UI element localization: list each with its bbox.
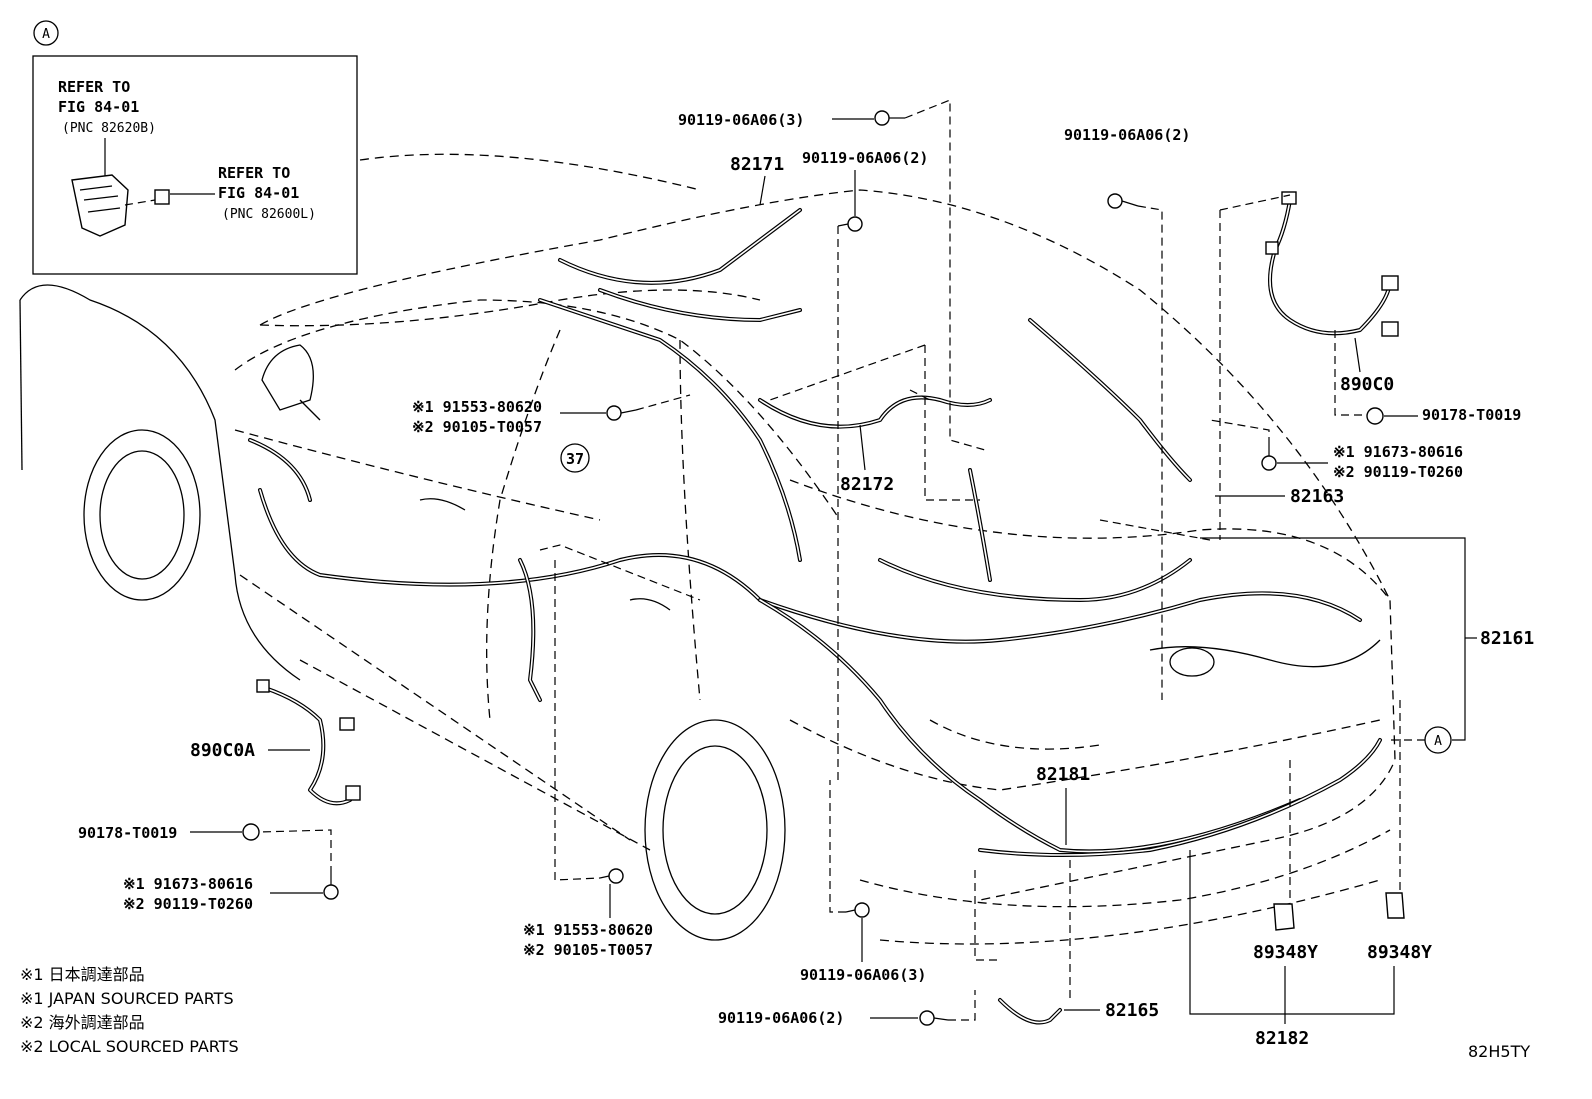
fastener-icons xyxy=(242,110,1384,1026)
label-bolt-bot-2: 90119-06A06(2) xyxy=(718,1009,844,1027)
bolt-icon-right-2 xyxy=(1107,193,1139,209)
inset-marker-circle xyxy=(33,20,59,46)
part-labels: 90119-06A06(3) 90119-06A06(2) 90119-06A0… xyxy=(78,111,1534,1049)
front-wheel xyxy=(83,429,201,601)
refer1-line1: REFER TO xyxy=(58,78,130,96)
junction-block-icon xyxy=(71,174,170,237)
label-890C0A: 890C0A xyxy=(190,740,255,761)
bolt-icon-lt xyxy=(323,874,339,900)
label-clip-right: 90178-T0019 xyxy=(1422,406,1521,424)
label-bolt-top-3: 90119-06A06(3) xyxy=(678,111,804,129)
label-bolt-lt-2: ※2 90119-T0260 xyxy=(123,895,253,913)
note-3: ※2 海外調達部品 xyxy=(20,1013,145,1032)
harness-82182-rear-bumper xyxy=(978,738,1382,857)
label-82163: 82163 xyxy=(1290,486,1344,507)
figure-code: 82H5TY xyxy=(1468,1042,1530,1061)
screw-icon-mid xyxy=(606,405,637,421)
label-bolt-rt-2: ※2 90119-T0260 xyxy=(1333,463,1463,481)
refer2-line2: FIG 84-01 xyxy=(218,184,299,202)
inset-reference-box: A REFER TO FIG 84-01 (PNC 82620B) REFER … xyxy=(32,20,358,275)
inset-marker-label: A xyxy=(42,27,50,42)
harness-82172-roof-rear xyxy=(758,318,1192,482)
label-82161: 82161 xyxy=(1480,628,1534,649)
refer2-line1: REFER TO xyxy=(218,164,290,182)
label-82181: 82181 xyxy=(1036,764,1090,785)
bolt-icon-top-3 xyxy=(874,110,905,126)
label-screw-mid-1: ※1 91553-80620 xyxy=(412,398,542,416)
note-4: ※2 LOCAL SOURCED PARTS xyxy=(20,1037,239,1056)
label-ref-A: A xyxy=(1434,734,1442,749)
label-82182: 82182 xyxy=(1255,1028,1309,1049)
bolt-icon-bot-3 xyxy=(845,902,870,918)
label-82165: 82165 xyxy=(1105,1000,1159,1021)
rear-wheel xyxy=(644,719,786,941)
label-890C0: 890C0 xyxy=(1340,374,1394,395)
note-2: ※1 JAPAN SOURCED PARTS xyxy=(20,989,234,1008)
note-1: ※1 日本調達部品 xyxy=(20,965,145,984)
wire-82165 xyxy=(998,998,1062,1025)
bolt-icon-bot-2 xyxy=(919,1010,949,1026)
label-clip-left: 90178-T0019 xyxy=(78,824,177,842)
refer2-pnc: (PNC 82600L) xyxy=(222,207,316,222)
label-bolt-right-2: 90119-06A06(2) xyxy=(1064,126,1190,144)
label-screw-mid-2: ※2 90105-T0057 xyxy=(412,418,542,436)
assembly-dash-lines xyxy=(258,99,1401,1021)
label-bolt-lt-1: ※1 91673-80616 xyxy=(123,875,253,893)
label-82171: 82171 xyxy=(730,154,784,175)
screw-icon-low xyxy=(599,868,624,884)
bolt-icon-rt xyxy=(1261,445,1277,471)
inset-frame xyxy=(32,55,358,275)
sourcing-notes: ※1 日本調達部品 ※1 JAPAN SOURCED PARTS ※2 海外調達… xyxy=(20,965,239,1056)
refer1-line2: FIG 84-01 xyxy=(58,98,139,116)
label-screw-low-1: ※1 91553-80620 xyxy=(523,921,653,939)
label-bolt-rt-1: ※1 91673-80616 xyxy=(1333,443,1463,461)
label-ref-37: 37 xyxy=(566,450,584,468)
harness-door-left xyxy=(248,438,992,702)
harness-82171-roof xyxy=(538,208,802,562)
clip-icon-right xyxy=(1366,407,1384,425)
clip-icon-left xyxy=(242,823,260,841)
bolt-icon-top-2 xyxy=(837,216,863,232)
label-89348Y-1: 89348Y xyxy=(1253,942,1318,963)
clip-89348Y-icons xyxy=(1273,892,1405,931)
label-89348Y-2: 89348Y xyxy=(1367,942,1432,963)
harness-82161-main-floor xyxy=(258,488,1362,854)
sensor-harness-890C0A xyxy=(256,679,361,806)
label-bolt-top-2: 90119-06A06(2) xyxy=(802,149,928,167)
refer1-pnc: (PNC 82620B) xyxy=(62,121,156,136)
label-bolt-bot-3: 90119-06A06(3) xyxy=(800,966,926,984)
label-screw-low-2: ※2 90105-T0057 xyxy=(523,941,653,959)
label-82172: 82172 xyxy=(840,474,894,495)
sensor-harness-890C0 xyxy=(1265,191,1399,337)
reference-37-circle xyxy=(560,443,590,473)
